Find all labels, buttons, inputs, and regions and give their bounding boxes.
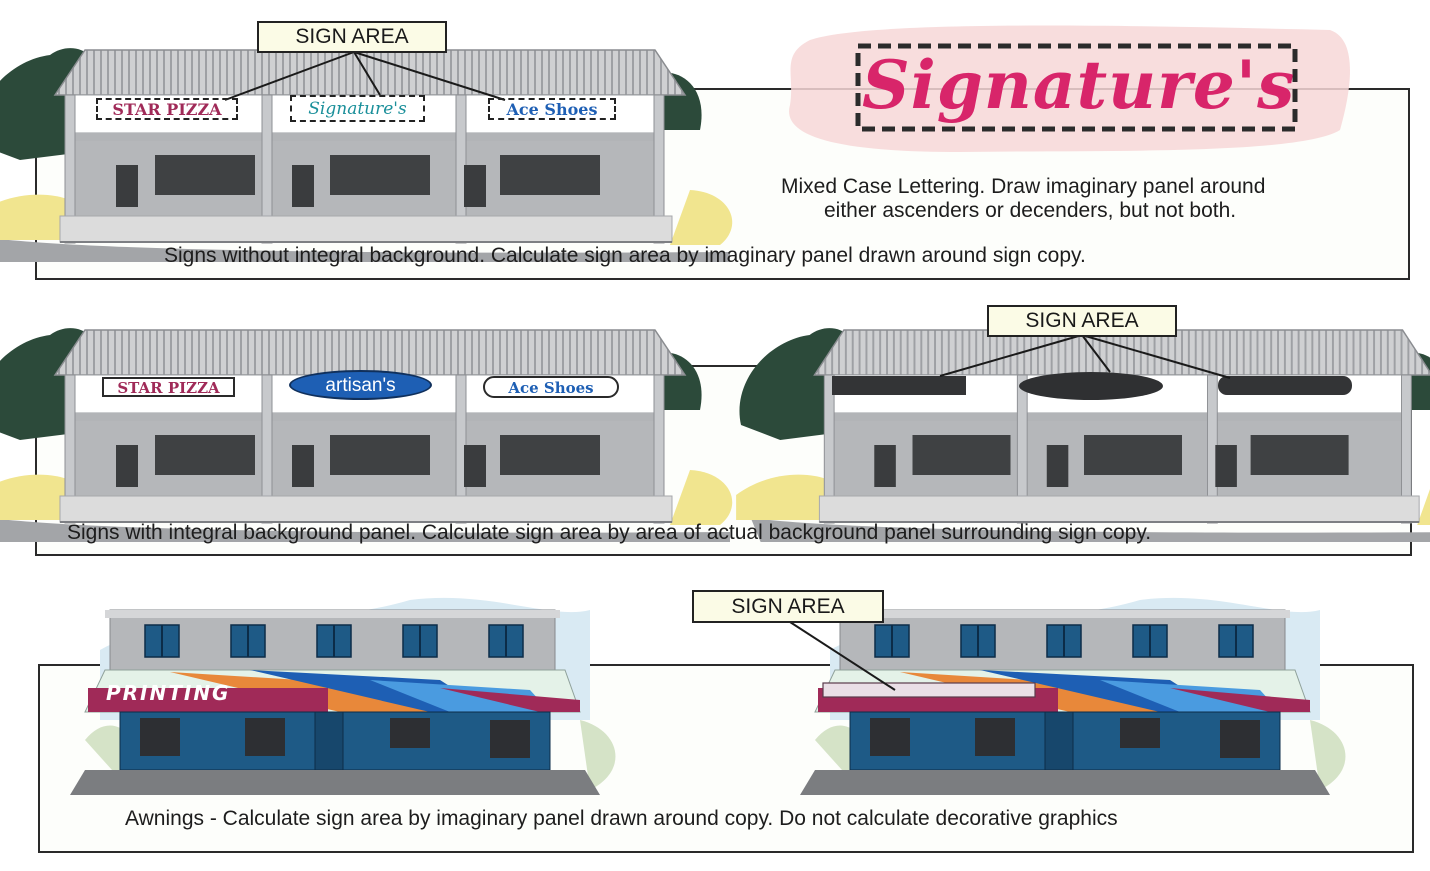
connector-lines-row2 bbox=[939, 334, 1231, 379]
caption-awnings: Awnings - Calculate sign area by imagina… bbox=[125, 807, 1118, 830]
sign-area-block-oval bbox=[1019, 372, 1163, 400]
mall-row1 bbox=[0, 47, 734, 263]
awning-printing-text: PRINTING bbox=[106, 681, 231, 705]
sign-signatures-dashed: Signature's bbox=[290, 95, 425, 122]
connector-line-row3 bbox=[789, 621, 896, 691]
caption-mixed-case-line2: either ascenders or decenders, but not b… bbox=[824, 199, 1237, 222]
awning-imaginary-panel bbox=[822, 682, 1036, 698]
sign-area-label-row1: SIGN AREA bbox=[257, 21, 447, 53]
sign-star-pizza-dashed: STAR PIZZA bbox=[96, 98, 238, 120]
sign-area-label-row2: SIGN AREA bbox=[987, 305, 1177, 337]
sign-area-block-right bbox=[1218, 376, 1352, 395]
sign-artisans-panel: artisan's bbox=[289, 370, 432, 400]
sign-ace-shoes-dashed: Ace Shoes bbox=[488, 98, 616, 120]
sign-star-pizza-panel: STAR PIZZA bbox=[102, 377, 235, 397]
caption-no-background: Signs without integral background. Calcu… bbox=[164, 244, 1086, 267]
mall-row2-left bbox=[0, 327, 734, 543]
mall-row2-right bbox=[735, 327, 1430, 543]
signatures-large-text: Signature's bbox=[862, 46, 1296, 124]
sign-area-label-row3: SIGN AREA bbox=[692, 590, 884, 623]
connector-lines-row1 bbox=[224, 51, 506, 101]
sign-ace-shoes-panel: Ace Shoes bbox=[483, 376, 619, 398]
sign-area-block-left bbox=[832, 376, 966, 395]
pink-highlight bbox=[789, 25, 1350, 152]
caption-mixed-case-line1: Mixed Case Lettering. Draw imaginary pan… bbox=[781, 175, 1266, 198]
caption-integral-panel: Signs with integral background panel. Ca… bbox=[67, 521, 1152, 544]
